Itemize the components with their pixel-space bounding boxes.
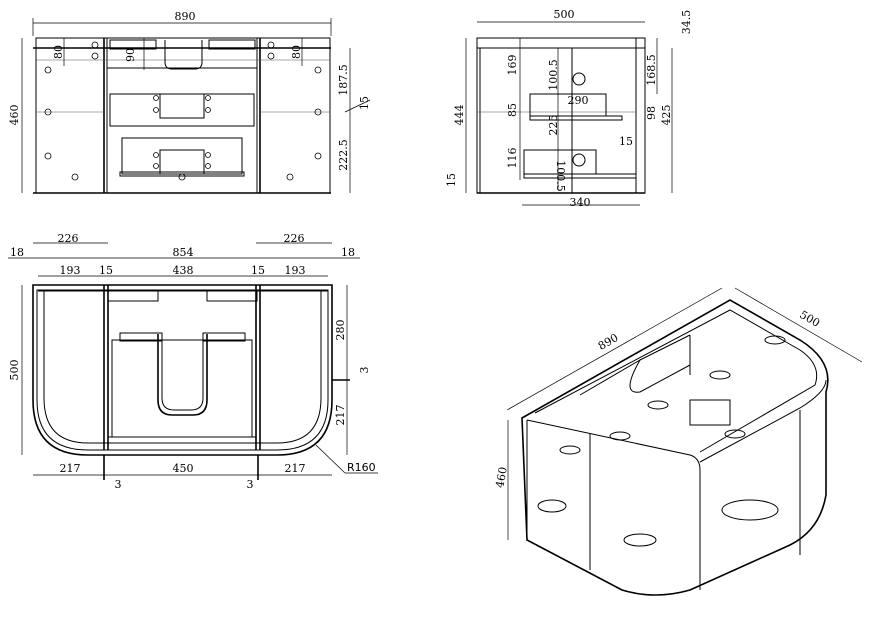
dim-right-offset: 80 <box>290 45 303 59</box>
dim-hole-bottom: 100.5 <box>554 160 567 192</box>
dim-drawer-height: 85 <box>506 103 519 117</box>
dim-front: 217 <box>334 405 347 426</box>
dim-overall: 854 <box>173 246 194 259</box>
dim-center-bay: 438 <box>173 264 194 277</box>
dim-gap: 3 <box>358 367 371 374</box>
dim-left-edge: 18 <box>10 246 24 259</box>
dim-lower-drawer: 116 <box>506 148 519 169</box>
dim-right-div: 15 <box>251 264 265 277</box>
dim-shelf: 15 <box>358 96 371 110</box>
dim-depth-bottom: 340 <box>570 196 591 209</box>
dim-bottom-thick: 15 <box>445 173 458 187</box>
dim-hole-top: 100.5 <box>547 59 560 91</box>
dim-upper-right: 168.5 <box>645 54 658 86</box>
dim-right-bay: 193 <box>285 264 306 277</box>
dim-right-side: 226 <box>284 232 305 245</box>
isometric-view: 890 500 460 <box>493 287 863 596</box>
dim-upper: 187.5 <box>337 64 350 96</box>
dim-lower: 222.5 <box>337 139 350 171</box>
dim-width: 500 <box>554 8 575 21</box>
dim-width: 890 <box>175 10 196 23</box>
dim-left-bay: 193 <box>60 264 81 277</box>
dim-left-offset: 80 <box>52 45 65 59</box>
dim-drawer-width: 290 <box>568 94 589 107</box>
dim-bottom-right: 217 <box>285 462 306 475</box>
dim-radius: R160 <box>347 461 376 474</box>
dim-depth: 500 <box>8 360 21 381</box>
dim-top: 34.5 <box>680 10 693 35</box>
dim-right-total: 425 <box>660 105 673 126</box>
side-view: 500 444 34.5 168.5 98 425 169 100.5 290 … <box>445 8 693 209</box>
dim-upper-left: 169 <box>506 55 519 76</box>
dim-mid-right: 98 <box>645 106 658 120</box>
dim-gap-left: 3 <box>115 478 122 491</box>
dim-left-div: 15 <box>99 264 113 277</box>
dim-bottom-center: 450 <box>173 462 194 475</box>
dim-height: 444 <box>453 105 466 126</box>
dim-inner: 225 <box>547 115 560 136</box>
dim-right-edge: 18 <box>341 246 355 259</box>
front-view: 890 460 80 90 80 187.5 222.5 15 <box>8 10 371 194</box>
plan-view: 226 854 226 18 18 193 15 438 15 193 500 … <box>8 232 378 491</box>
dim-iso-height: 460 <box>493 466 509 489</box>
dim-bottom-left: 217 <box>60 462 81 475</box>
dim-rear: 280 <box>334 320 347 341</box>
dim-height: 460 <box>8 105 21 126</box>
dim-right-thick: 15 <box>619 135 633 148</box>
dim-left-side: 226 <box>58 232 79 245</box>
dim-iso-width: 890 <box>596 331 621 353</box>
dim-center-offset: 90 <box>124 48 137 62</box>
dim-gap-right: 3 <box>247 478 254 491</box>
